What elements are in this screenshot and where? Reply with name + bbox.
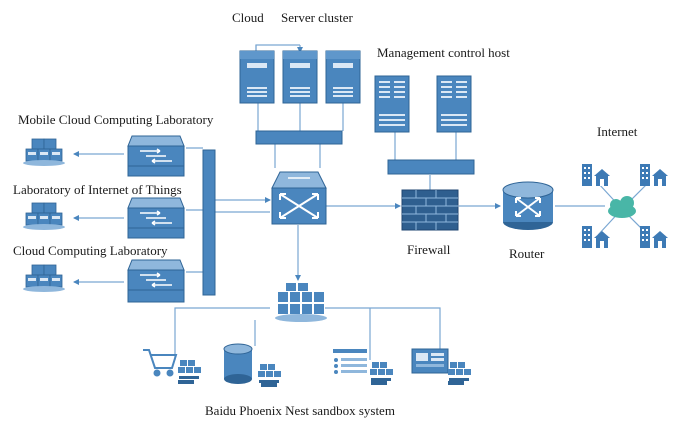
building-icon <box>582 164 610 186</box>
firewall-label: Firewall <box>407 242 451 257</box>
server-cluster <box>239 50 361 145</box>
server-tower-icon <box>282 50 318 104</box>
pc-cluster-icon <box>22 138 66 167</box>
device-base <box>371 381 387 385</box>
sandbox-switch <box>275 283 327 322</box>
building-icon <box>640 226 668 248</box>
cloud-icon <box>608 196 636 218</box>
server-tower-icon <box>325 50 361 104</box>
pc-cluster-icon <box>370 362 393 381</box>
sandbox-label: Baidu Phoenix Nest sandbox system <box>205 403 395 418</box>
firewall-icon <box>401 189 459 231</box>
pc-cluster-icon <box>178 360 201 379</box>
core-switch <box>271 171 327 225</box>
mobile-lab-label: Mobile Cloud Computing Laboratory <box>18 112 214 127</box>
switch-icon <box>127 259 185 291</box>
server-tower-icon <box>239 50 275 104</box>
building-icon <box>640 164 668 186</box>
switch-icon <box>127 197 185 229</box>
pc-cluster-icon <box>22 264 66 293</box>
monitor-icon <box>411 348 449 374</box>
management-control-host <box>374 75 475 175</box>
management-bar <box>387 159 475 175</box>
pc-cluster-icon <box>258 364 281 383</box>
vertical-bus <box>202 149 216 296</box>
shopping-cart-icon <box>143 349 178 377</box>
server-cluster-label: Server cluster <box>281 10 353 25</box>
cluster-bar <box>255 130 343 145</box>
cloud-lab-label: Cloud Computing Laboratory <box>13 243 168 258</box>
cloud-label: Cloud <box>232 10 264 25</box>
iot-lab-label: Laboratory of Internet of Things <box>13 182 182 197</box>
database-icon <box>223 343 253 384</box>
list-document-icon <box>333 349 367 374</box>
device-base <box>178 380 194 384</box>
pc-cluster-icon <box>448 362 471 381</box>
server-rack-icon <box>436 75 472 133</box>
device-base <box>448 381 464 385</box>
connection-lines <box>73 44 649 360</box>
router-icon <box>502 181 554 230</box>
router-label: Router <box>509 246 545 261</box>
management-host-label: Management control host <box>377 45 510 60</box>
device-base <box>261 383 277 387</box>
building-icon <box>582 226 610 248</box>
sandbox-devices <box>143 343 471 387</box>
server-rack-icon <box>374 75 410 133</box>
switch-icon <box>127 135 185 167</box>
internet-label: Internet <box>597 124 638 139</box>
internet-cloud <box>582 164 668 248</box>
pc-cluster-icon <box>22 202 66 231</box>
